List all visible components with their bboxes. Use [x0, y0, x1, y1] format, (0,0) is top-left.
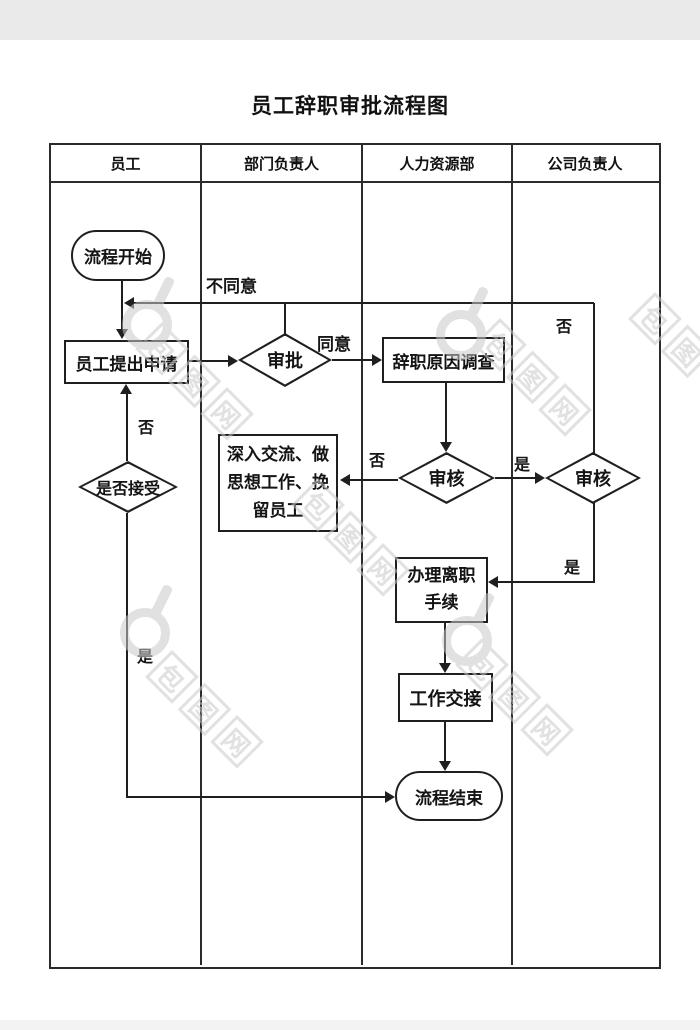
- node-resignation-investigation: 辞职原因调查: [382, 337, 505, 383]
- node-process-start: 流程开始: [71, 230, 165, 281]
- node-work-handover: 工作交接: [398, 673, 493, 722]
- edge-label-accept-yes: 是: [137, 647, 154, 666]
- flow-line-procedures-to-handover: [444, 623, 446, 665]
- decision-company-review: 审核: [545, 452, 641, 504]
- arrowhead-right-icon: [385, 791, 395, 803]
- decision-label: 审批: [267, 351, 303, 372]
- flow-line-hr-review-to-company-review: [495, 477, 537, 479]
- lane-divider: [511, 143, 513, 965]
- edge-label-hr-yes: 是: [514, 455, 531, 474]
- swimlane-table: [49, 143, 661, 969]
- flow-line-company-yes-to-procedures: [496, 581, 595, 583]
- header-separator: [49, 181, 661, 183]
- decision-label: 审核: [428, 469, 465, 490]
- edge-label-disagree: 不同意: [206, 277, 257, 297]
- arrowhead-right-icon: [535, 472, 545, 484]
- arrowhead-down-icon: [116, 329, 128, 339]
- flow-line-company-yes-vertical: [593, 503, 595, 583]
- arrowhead-up-icon: [120, 384, 132, 394]
- arrowhead-down-icon: [440, 442, 452, 452]
- arrowhead-right-icon: [228, 355, 238, 367]
- arrowhead-down-icon: [439, 761, 451, 771]
- flow-line-accept-yes-to-end: [126, 796, 387, 798]
- arrowhead-left-icon: [340, 474, 350, 486]
- decision-dept-approval: 审批: [238, 333, 332, 387]
- flow-line-approve-to-investigate: [332, 359, 374, 361]
- flow-line-start-to-apply: [121, 281, 123, 331]
- flow-line-company-no-stub: [593, 303, 595, 453]
- flow-line-apply-to-approve: [189, 360, 230, 362]
- flow-line-hr-review-to-retain: [348, 479, 398, 481]
- flow-line-investigate-to-hr-review: [445, 383, 447, 444]
- edge-label-company-yes: 是: [564, 558, 581, 577]
- decision-label: 是否接受: [95, 479, 160, 498]
- flow-line-accept-no-to-apply: [126, 392, 128, 461]
- node-resignation-procedures: 办理离职手续: [395, 557, 488, 623]
- flow-line-handover-to-end: [444, 722, 446, 763]
- lane-header-company-head: 公司负责人: [547, 154, 623, 173]
- decision-label: 审核: [575, 469, 611, 490]
- top-gray-band: [0, 0, 700, 40]
- bottom-gray-band: [0, 1020, 700, 1030]
- node-submit-application: 员工提出申请: [64, 340, 189, 384]
- arrowhead-left-icon: [488, 576, 498, 588]
- arrowhead-left-icon: [124, 297, 134, 309]
- decision-hr-review: 审核: [398, 452, 495, 504]
- flow-line-feedback: [126, 302, 594, 304]
- node-process-end: 流程结束: [395, 771, 503, 821]
- flow-line-approve-no-stub: [284, 303, 286, 334]
- page-title: 员工辞职审批流程图: [251, 94, 449, 118]
- lane-header-dept-head: 部门负责人: [243, 154, 319, 173]
- arrowhead-right-icon: [372, 354, 382, 366]
- watermark-char: 图: [660, 324, 700, 379]
- lane-header-employee: 员工: [110, 154, 141, 173]
- edge-label-hr-no: 否: [369, 451, 386, 470]
- lane-divider: [200, 143, 202, 965]
- node-retain-employee: 深入交流、做思想工作、挽留员工: [218, 434, 338, 532]
- lane-header-hr: 人力资源部: [399, 154, 475, 173]
- decision-accept-or-not: 是否接受: [78, 461, 178, 513]
- edge-label-agree: 同意: [317, 335, 351, 355]
- lane-divider: [361, 143, 363, 965]
- arrowhead-down-icon: [439, 663, 451, 673]
- flow-line-accept-yes-vertical: [126, 513, 128, 797]
- edge-label-accept-no: 否: [138, 418, 155, 437]
- edge-label-company-no: 否: [556, 317, 573, 336]
